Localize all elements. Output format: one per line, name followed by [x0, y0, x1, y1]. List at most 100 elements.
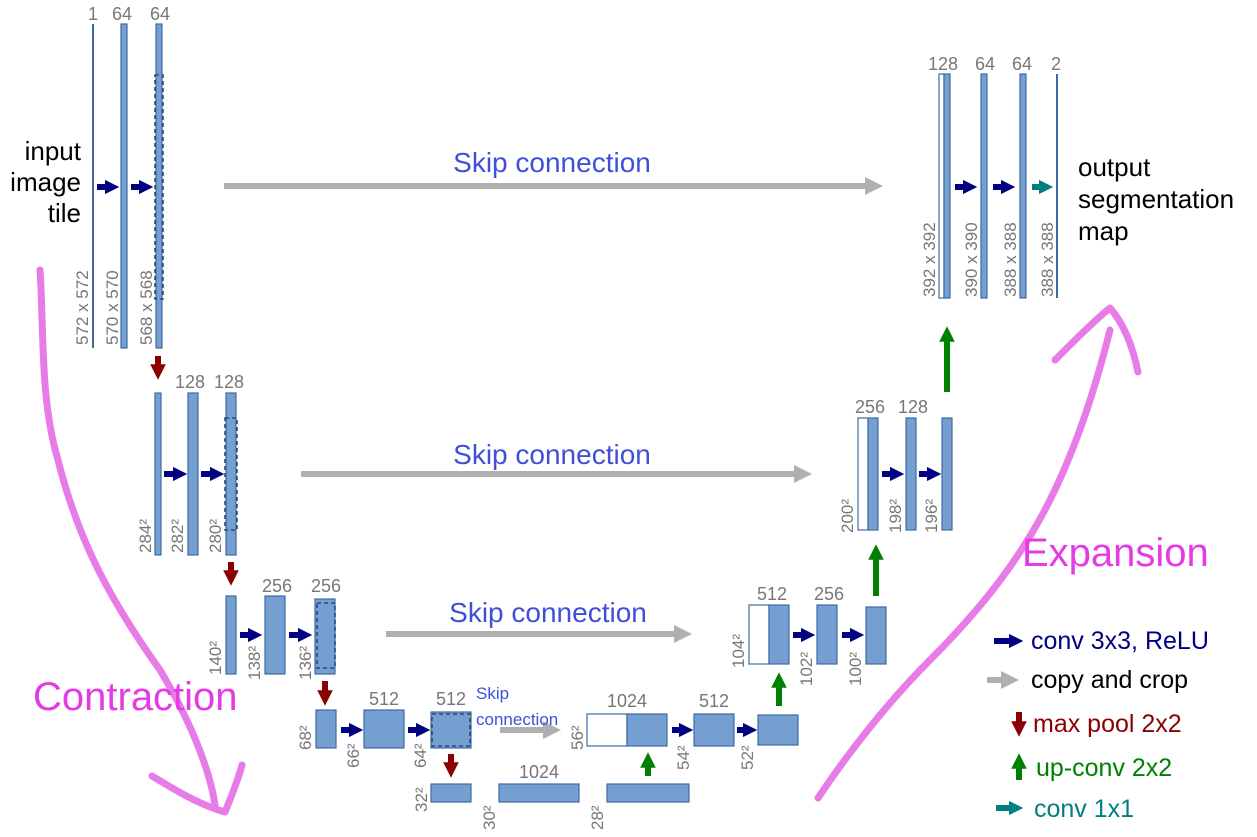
contraction-curve	[36, 266, 219, 809]
feature-map	[225, 392, 237, 556]
channel-label: 512	[436, 689, 466, 709]
contraction-label: Contraction	[33, 675, 238, 719]
legend-label: max pool 2x2	[1033, 710, 1182, 738]
channel-label: 256	[855, 397, 885, 417]
channel-label: 128	[928, 54, 958, 74]
channel-label: 64	[1012, 54, 1032, 74]
channel-label: 256	[814, 584, 844, 604]
expansion-label: Expansion	[1022, 531, 1209, 575]
level-2-decoder: 256 128 200² 198² 196²	[838, 326, 955, 533]
feature-map	[187, 392, 199, 556]
dim-label: 284²	[136, 519, 155, 553]
dim-label: 136²	[296, 646, 315, 680]
crop-region	[154, 74, 164, 300]
feature-map	[155, 23, 163, 349]
feature-map	[693, 713, 735, 747]
legend-label: up-conv 2x2	[1036, 754, 1172, 782]
output-label: map	[1078, 216, 1129, 246]
channel-label: 512	[699, 691, 729, 711]
dim-label: 68²	[296, 725, 315, 750]
feature-map	[315, 709, 337, 749]
input-label: tile	[48, 198, 81, 228]
feature-map	[905, 417, 917, 531]
crop-region	[224, 417, 238, 531]
level-3-encoder: 256 256 140² 138² 136²	[206, 576, 341, 706]
legend: conv 3x3, ReLU copy and crop max pool 2x…	[987, 627, 1209, 823]
bottleneck: 1024 32² 30² 28²	[412, 752, 690, 830]
skip-connection-label: Skip connection	[453, 147, 651, 178]
copied-feature-map	[857, 417, 869, 531]
input-label: input	[25, 136, 82, 166]
dim-label: 282²	[168, 519, 187, 553]
dim-label: 64²	[411, 743, 430, 768]
dim-label: 138²	[245, 646, 264, 680]
feature-map	[363, 709, 405, 749]
dim-label: 140²	[206, 641, 225, 675]
level-4-decoder: 1024 512 56² 54² 52²	[568, 672, 799, 770]
dim-label: 104²	[729, 634, 748, 668]
feature-map	[430, 783, 472, 803]
dim-label: 102²	[797, 652, 816, 686]
dim-label: 388 x 388	[1038, 222, 1057, 297]
output-label: output	[1078, 152, 1151, 182]
feature-map	[865, 606, 887, 665]
dim-label: 66²	[344, 743, 363, 768]
legend-label: copy and crop	[1031, 666, 1188, 694]
dim-label: 390 x 390	[962, 222, 981, 297]
level-3-decoder: 512 256 104² 102² 100²	[729, 544, 887, 686]
level-4-encoder: 512 512 68² 66² 64²	[296, 689, 472, 778]
output-label: segmentation	[1078, 184, 1234, 214]
channel-label: 2	[1051, 54, 1061, 74]
expansion-curve-hook	[1051, 304, 1142, 376]
crop-region	[316, 602, 336, 669]
level-2-encoder: 128 128 284² 282² 280²	[136, 372, 244, 586]
dim-label: 572 x 572	[73, 270, 92, 345]
channel-label: 128	[175, 372, 205, 392]
dim-label: 54²	[674, 745, 693, 770]
feature-map	[314, 598, 336, 675]
feature-map	[264, 595, 286, 675]
feature-map	[980, 73, 988, 299]
channel-label: 512	[369, 689, 399, 709]
feature-map	[225, 595, 237, 675]
feature-map	[941, 417, 953, 531]
channel-label: 64	[150, 4, 170, 24]
dim-label: 200²	[838, 499, 857, 533]
skip-connection-label: Skip connection	[453, 439, 651, 470]
channel-label: 64	[112, 4, 132, 24]
channel-label: 1024	[607, 691, 647, 711]
expansion-curve	[814, 326, 1114, 802]
legend-label: conv 3x3, ReLU	[1031, 627, 1209, 655]
legend-label: conv 1x1	[1034, 795, 1134, 823]
feature-map	[154, 392, 162, 556]
dim-label: 100²	[846, 652, 865, 686]
feature-map	[867, 417, 879, 531]
channel-label: 1024	[519, 762, 559, 782]
channel-label: 128	[214, 372, 244, 392]
copied-feature-map	[748, 604, 770, 665]
dim-label: 196²	[922, 499, 941, 533]
feature-map	[606, 783, 690, 803]
feature-map	[943, 73, 951, 299]
copied-feature-map	[586, 713, 628, 747]
channel-label: 128	[898, 397, 928, 417]
level-1-decoder: 128 64 64 2 392 x 392 390 x 390 388 x 38…	[920, 54, 1234, 299]
skip-connection-label-small: Skip	[476, 684, 509, 703]
channel-label: 64	[975, 54, 995, 74]
dim-label: 388 x 388	[1001, 222, 1020, 297]
skip-connection-label-small: connection	[476, 710, 558, 729]
channel-label: 1	[88, 4, 98, 24]
dim-label: 568 x 568	[137, 270, 156, 345]
copied-feature-map	[938, 73, 945, 299]
feature-map	[816, 604, 838, 665]
dim-label: 30²	[480, 805, 499, 830]
channel-label: 256	[262, 576, 292, 596]
dim-label: 570 x 570	[103, 270, 122, 345]
feature-map	[1019, 73, 1027, 299]
channel-label: 512	[757, 584, 787, 604]
dim-label: 280²	[206, 519, 225, 553]
dim-label: 392 x 392	[920, 222, 939, 297]
feature-map	[120, 23, 128, 349]
level-1-encoder: 1 64 64 572 x 572 570 x 570 568 x 568 in…	[10, 4, 170, 380]
